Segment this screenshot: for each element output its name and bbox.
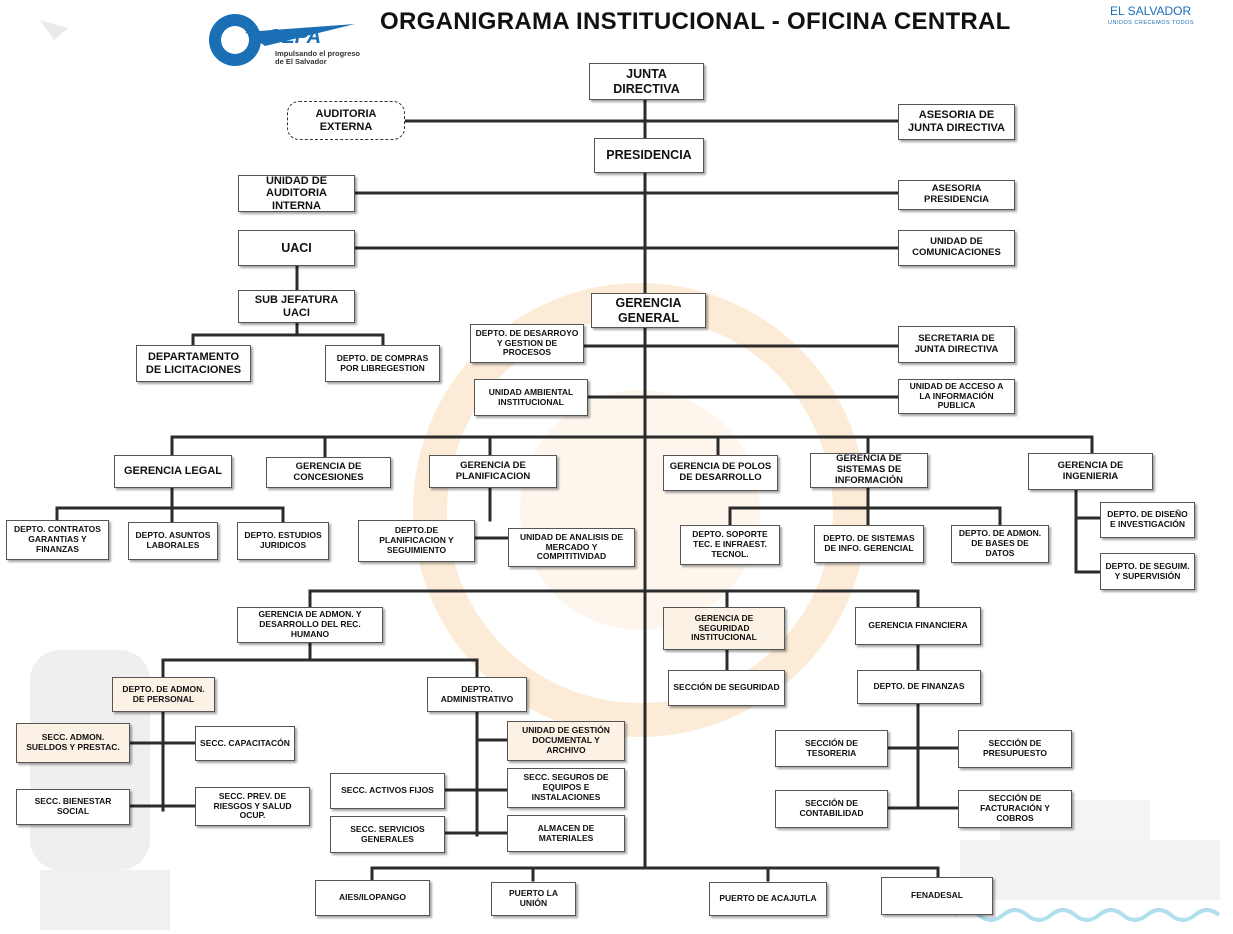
node-uaci: UACI [238,230,355,266]
node-seccion-facturacion: SECCIÓN DE FACTURACIÓN Y COBROS [958,790,1072,828]
node-gerencia-seguridad-institucional: GERENCIA DE SEGURIDAD INSTITUCIONAL [663,607,785,650]
node-depto-estudios-juridicos: DEPTO. ESTUDIOS JURIDICOS [237,522,329,560]
node-secc-servicios-generales: SECC. SERVICIOS GENERALES [330,816,445,853]
node-unidad-auditoria-interna: UNIDAD DE AUDITORIA INTERNA [238,175,355,212]
node-unidad-ambiental: UNIDAD AMBIENTAL INSTITUCIONAL [474,379,588,416]
gobierno-logo-tagline: UNIDOS CRECEMOS TODOS [1108,20,1195,26]
node-gerencia-rrhh: GERENCIA DE ADMON. Y DESARROLLO DEL REC.… [237,607,383,643]
node-asesoria-presidencia: ASESORIA PRESIDENCIA [898,180,1015,210]
node-departamento-licitaciones: DEPARTAMENTO DE LICITACIONES [136,345,251,382]
node-sub-jefatura-uaci: SUB JEFATURA UACI [238,290,355,323]
node-secc-activos-fijos: SECC. ACTIVOS FIJOS [330,773,445,809]
node-unidad-analisis-mercado: UNIDAD DE ANALISIS DE MERCADO Y COMPITIT… [508,528,635,567]
cepa-logo: CEPA Impulsando el progreso de El Salvad… [205,10,365,72]
node-depto-admon-bases-datos: DEPTO. DE ADMON. DE BASES DE DATOS [951,525,1049,563]
node-gerencia-legal: GERENCIA LEGAL [114,455,232,488]
node-depto-sistemas-info-gerencial: DEPTO. DE SISTEMAS DE INFO. GERENCIAL [814,525,924,563]
node-auditoria-externa: AUDITORIA EXTERNA [287,101,405,140]
cepa-logo-text: CEPA [267,26,322,48]
node-depto-seguimiento-supervision: DEPTO. DE SEGUIM. Y SUPERVISIÓN [1100,553,1195,590]
node-secc-prev-riesgos: SECC. PREV. DE RIESGOS Y SALUD OCUP. [195,787,310,826]
node-unidad-comunicaciones: UNIDAD DE COMUNICACIONES [898,230,1015,266]
cepa-logo-tagline: Impulsando el progreso de El Salvador [275,49,361,67]
node-secc-capacitacion: SECC. CAPACITACÓN [195,726,295,761]
node-gerencia-sistemas-informacion: GERENCIA DE SISTEMAS DE INFORMACIÓN [810,453,928,488]
cepa-logo-icon [209,14,355,66]
node-seccion-tesoreria: SECCIÓN DE TESORERIA [775,730,888,767]
node-gerencia-financiera: GERENCIA FINANCIERA [855,607,981,645]
node-asesoria-junta-directiva: ASESORIA DE JUNTA DIRECTIVA [898,104,1015,140]
gobierno-logo: EL SALVADOR UNIDOS CRECEMOS TODOS [1100,0,1225,36]
node-depto-soporte-tecnico: DEPTO. SOPORTE TEC. E INFRAEST. TECNOL. [680,525,780,565]
gobierno-logo-text: EL SALVADOR [1110,4,1192,18]
node-depto-admon-personal: DEPTO. DE ADMON. DE PERSONAL [112,677,215,712]
node-gerencia-planificacion: GERENCIA DE PLANIFICACION [429,455,557,488]
node-depto-desarrollo-procesos: DEPTO. DE DESARROYO Y GESTION DE PROCESO… [470,324,584,363]
node-aies-ilopango: AIES/ILOPANGO [315,880,430,916]
node-unidad-acceso-informacion: UNIDAD DE ACCESO A LA INFORMACIÓN PUBLIC… [898,379,1015,414]
node-seccion-presupuesto: SECCIÓN DE PRESUPUESTO [958,730,1072,768]
node-depto-asuntos-laborales: DEPTO. ASUNTOS LABORALES [128,522,218,560]
node-puerto-la-union: PUERTO LA UNIÓN [491,882,576,916]
node-seccion-seguridad: SECCIÓN DE SEGURIDAD [668,670,785,706]
node-almacen-materiales: ALMACEN DE MATERIALES [507,815,625,852]
node-gerencia-ingenieria: GERENCIA DE INGENIERIA [1028,453,1153,490]
node-secc-bienestar-social: SECC. BIENESTAR SOCIAL [16,789,130,825]
node-secretaria-junta-directiva: SECRETARIA DE JUNTA DIRECTIVA [898,326,1015,363]
node-fenadesal: FENADESAL [881,877,993,915]
node-gerencia-general: GERENCIA GENERAL [591,293,706,328]
node-gerencia-concesiones: GERENCIA DE CONCESIONES [266,457,391,488]
node-junta-directiva: JUNTA DIRECTIVA [589,63,704,100]
node-depto-compras-libregestion: DEPTO. DE COMPRAS POR LIBREGESTION [325,345,440,382]
node-depto-contratos-garantias: DEPTO. CONTRATOS GARANTIAS Y FINANZAS [6,520,109,560]
node-gerencia-polos-desarrollo: GERENCIA DE POLOS DE DESARROLLO [663,455,778,491]
node-depto-administrativo: DEPTO. ADMINISTRATIVO [427,677,527,712]
node-seccion-contabilidad: SECCIÓN DE CONTABILIDAD [775,790,888,828]
node-presidencia: PRESIDENCIA [594,138,704,173]
node-secc-seguros-equipos: SECC. SEGUROS DE EQUIPOS E INSTALACIONES [507,768,625,808]
page-title: ORGANIGRAMA INSTITUCIONAL - OFICINA CENT… [380,8,1011,35]
node-unidad-gestion-documental: UNIDAD DE GESTIÓN DOCUMENTAL Y ARCHIVO [507,721,625,761]
node-secc-admon-sueldos: SECC. ADMON. SUELDOS Y PRESTAC. [16,723,130,763]
node-depto-planificacion-seguimiento: DEPTO.DE PLANIFICACION Y SEGUIMIENTO [358,520,475,562]
node-depto-diseno-investigacion: DEPTO. DE DISEÑO E INVESTIGACIÓN [1100,502,1195,538]
node-depto-finanzas: DEPTO. DE FINANZAS [857,670,981,704]
node-puerto-acajutla: PUERTO DE ACAJUTLA [709,882,827,916]
